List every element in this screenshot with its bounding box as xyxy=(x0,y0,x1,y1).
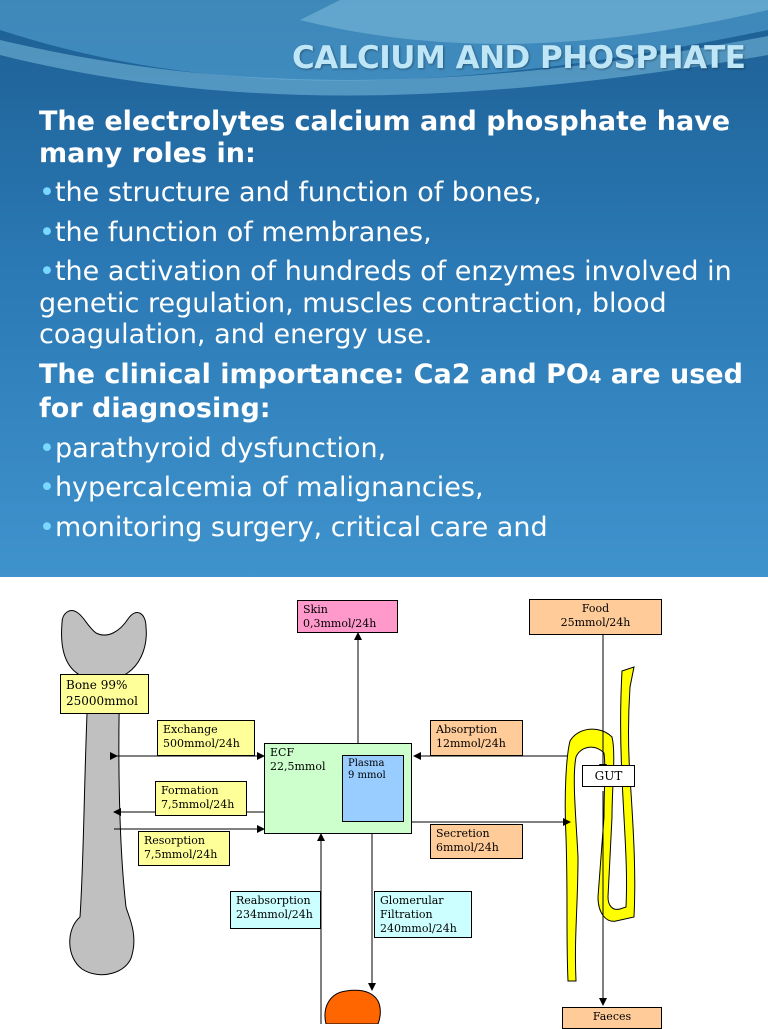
filtration-box: Glomerular Filtration 240mmol/24h xyxy=(374,891,472,938)
gut-illustration xyxy=(564,666,636,982)
bullet-icon: • xyxy=(39,511,55,543)
slide-header-area: CALCIUM AND PHOSPHATE The electrolytes c… xyxy=(0,0,768,577)
slide-title: CALCIUM AND PHOSPHATE xyxy=(292,40,746,76)
faeces-box: Faeces xyxy=(562,1007,662,1029)
bone-illustration xyxy=(61,610,147,976)
bone-box: Bone 99% 25000mmol xyxy=(60,674,149,714)
kidney-illustration xyxy=(324,989,381,1024)
absorption-box: Absorption 12mmol/24h xyxy=(430,720,523,756)
food-box: Food 25mmol/24h xyxy=(529,599,662,635)
plasma-box: Plasma 9 mmol xyxy=(342,755,404,822)
exchange-box: Exchange 500mmol/24h xyxy=(157,720,255,756)
use-item: •hypercalcemia of malignancies, xyxy=(39,472,484,503)
role-item: •the activation of hundreds of enzymes i… xyxy=(39,256,732,350)
slide-body: The electrolytes calcium and phosphate h… xyxy=(39,106,759,551)
bullet-icon: • xyxy=(39,432,55,464)
diagram-graphics xyxy=(61,610,636,1024)
formation-box: Formation 7,5mmol/24h xyxy=(155,781,247,816)
bullet-icon: • xyxy=(39,216,55,248)
use-item: •monitoring surgery, critical care and xyxy=(39,511,548,543)
secretion-box: Secretion 6mmol/24h xyxy=(430,824,523,859)
bullet-icon: • xyxy=(39,256,55,287)
skin-box: Skin 0,3mmol/24h xyxy=(297,600,398,633)
background-swoosh xyxy=(0,0,768,96)
role-item: •the structure and function of bones, xyxy=(39,177,542,208)
intro-text: The electrolytes calcium and phosphate h… xyxy=(39,106,731,169)
reabsorption-box: Reabsorption 234mmol/24h xyxy=(230,891,321,929)
bullet-icon: • xyxy=(39,177,55,208)
clinical-heading: The clinical importance: Ca2 and PO4 are… xyxy=(39,358,743,425)
use-item: •parathyroid dysfunction, xyxy=(39,432,387,464)
resorption-box: Resorption 7,5mmol/24h xyxy=(138,831,230,866)
gut-label-box: GUT xyxy=(582,765,635,787)
bullet-icon: • xyxy=(39,472,55,503)
role-item: •the function of membranes, xyxy=(39,216,432,248)
calcium-flow-diagram: Skin 0,3mmol/24h Food 25mmol/24h Bone 99… xyxy=(0,577,768,1029)
